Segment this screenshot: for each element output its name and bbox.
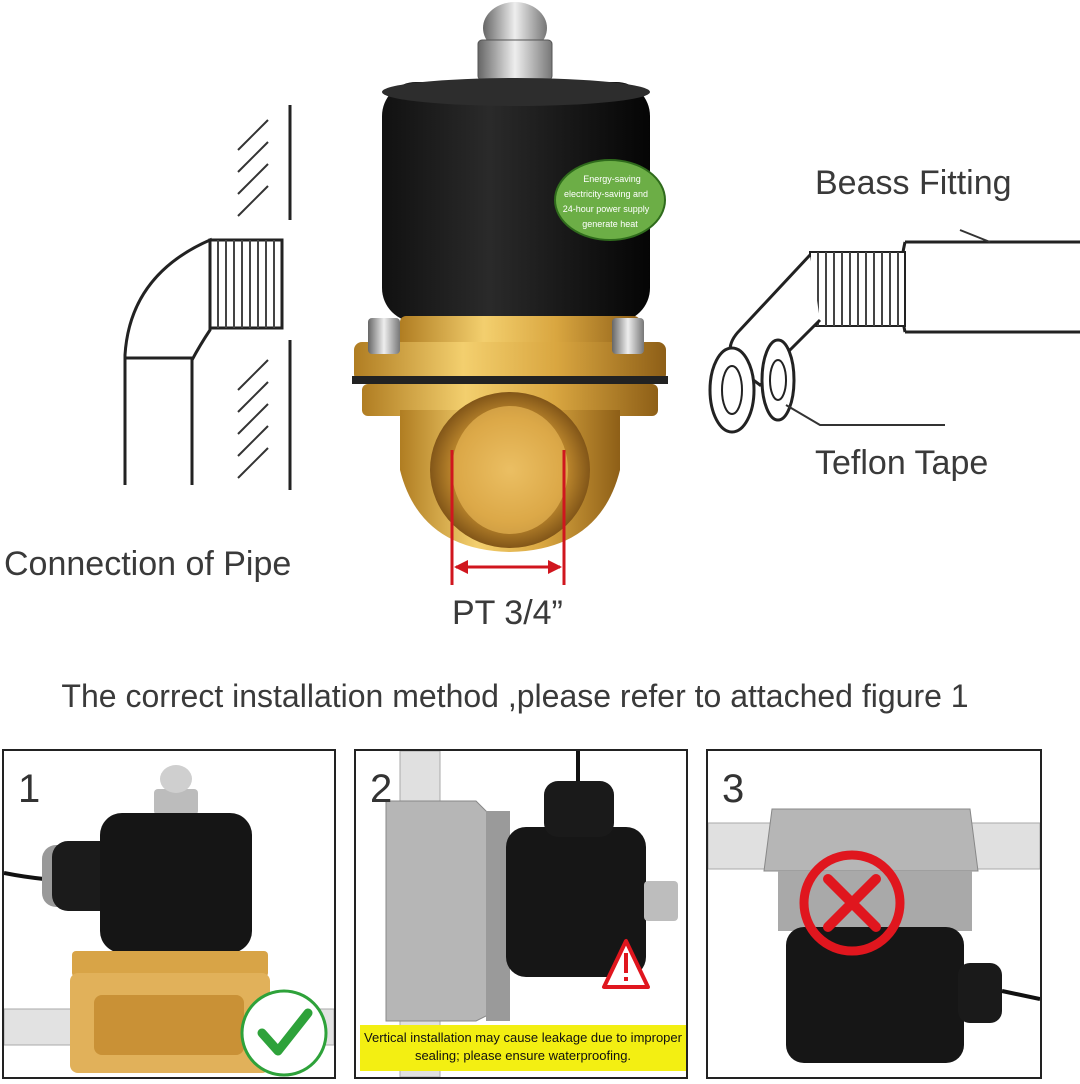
panel-number: 2: [370, 767, 393, 811]
panel-number: 3: [722, 767, 745, 811]
pipe-size-label: PT 3/4”: [452, 594, 563, 632]
panel-number: 1: [18, 767, 41, 811]
panel-warning-vertical: 2 Vertical installation may cause leakag…: [354, 749, 688, 1079]
valve-vertical-image: [385, 751, 678, 1077]
teflon-tape-label: Teflon Tape: [815, 444, 989, 482]
sticker-line-2: electricity-saving and: [564, 189, 648, 199]
pipe-connection-drawing: [123, 105, 292, 490]
fitting-drawing: [708, 229, 1080, 434]
sticker-line-3: 24-hour power supply: [563, 204, 650, 214]
warning-note: Vertical installation may cause leakage …: [360, 1025, 686, 1071]
panel-incorrect-inverted: 3: [706, 749, 1042, 1079]
fitting-label: Beass Fitting: [815, 164, 1012, 202]
pipe-connection-label: Connection of Pipe: [4, 545, 292, 583]
valve-upright-image: [4, 765, 334, 1077]
panel-correct-horizontal: 1: [2, 749, 336, 1079]
dimension-marker: [450, 450, 566, 585]
solenoid-valve-image: Energy-saving electricity-saving and 24-…: [352, 2, 668, 552]
sticker-line-4: generate heat: [582, 219, 638, 229]
sticker-line-1: Energy-saving: [583, 174, 641, 184]
installation-caption: The correct installation method ,please …: [61, 678, 969, 714]
valve-inverted-image: [708, 808, 1040, 1063]
